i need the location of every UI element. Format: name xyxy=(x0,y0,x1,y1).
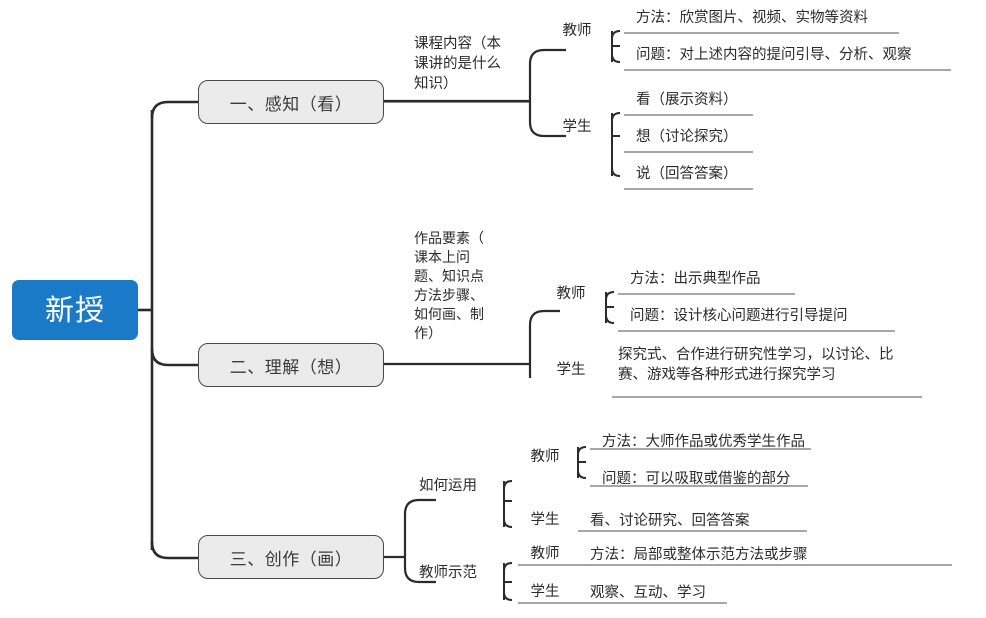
branch-1-role-teacher: 教师 xyxy=(562,23,592,39)
branch-1-role-student: 学生 xyxy=(562,119,592,135)
branch-3-group-1-student-item-1: 看、讨论研究、回答答案 xyxy=(590,513,750,529)
branch-2-teacher-item-2: 问题：设计核心问题进行引导提问 xyxy=(630,308,848,324)
branch-2-teacher-item-1: 方法：出示典型作品 xyxy=(630,271,761,287)
branch-1-teacher-item-1: 方法：欣赏图片、视频、实物等资料 xyxy=(636,10,868,26)
branch-1-topic: 课程内容（本 课讲的是什么 知识） xyxy=(414,36,501,92)
branch-2-topic: 作品要素（ 课本上问 题、知识点 方法步骤、 如何画、制 作） xyxy=(414,231,484,342)
branch-node-1[interactable]: 一、感知（看） xyxy=(198,80,384,124)
branch-3-group-1-role-teacher: 教师 xyxy=(530,449,560,465)
branch-3-group-2-role-teacher: 教师 xyxy=(530,546,560,562)
root-node[interactable]: 新授 xyxy=(12,280,138,340)
branch-node-2[interactable]: 二、理解（想） xyxy=(198,343,384,387)
branch-3-group-1-teacher-item-1: 方法：大师作品或优秀学生作品 xyxy=(602,434,805,450)
branch-3-group-1-teacher-item-2: 问题：可以吸取或借鉴的部分 xyxy=(602,471,791,487)
branch-2-student-item-1: 探究式、合作进行研究性学习，以讨论、比 赛、游戏等各种形式进行探究学习 xyxy=(618,347,894,383)
branch-3-group-2-student-item-1: 观察、互动、学习 xyxy=(590,585,706,601)
branch-2-role-student: 学生 xyxy=(556,362,586,378)
branch-3-group-1-label: 如何运用 xyxy=(419,478,477,494)
branch-1-student-item-2: 想（讨论探究） xyxy=(636,129,738,145)
branch-1-teacher-item-2: 问题：对上述内容的提问引导、分析、观察 xyxy=(636,47,912,63)
branch-2-role-teacher: 教师 xyxy=(556,286,586,302)
branch-3-group-1-role-student: 学生 xyxy=(530,512,560,528)
branch-1-student-item-3: 说（回答答案） xyxy=(636,166,738,182)
branch-1-student-item-1: 看（展示资料） xyxy=(636,92,738,108)
branch-3-group-2-label: 教师示范 xyxy=(419,565,477,581)
branch-3-group-2-role-student: 学生 xyxy=(530,584,560,600)
branch-3-group-2-teacher-item-1: 方法：局部或整体示范方法或步骤 xyxy=(590,547,808,563)
branch-node-3[interactable]: 三、创作（画） xyxy=(198,535,384,579)
